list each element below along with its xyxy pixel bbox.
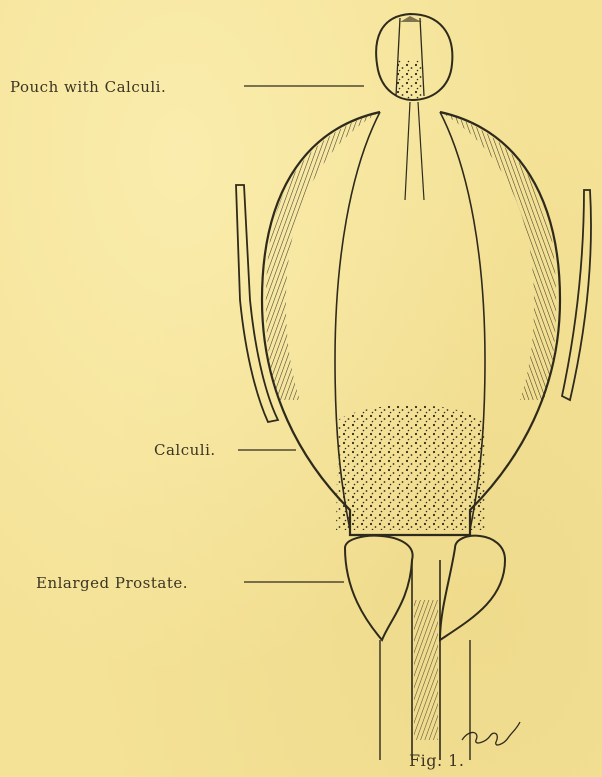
prostate-and-urethra xyxy=(345,536,505,760)
label-enlarged-prostate: Enlarged Prostate. xyxy=(36,574,188,592)
artist-signature xyxy=(462,722,520,745)
pouch xyxy=(376,14,452,100)
bladder xyxy=(236,102,591,535)
label-pouch-with-calculi: Pouch with Calculi. xyxy=(10,78,166,96)
figure-caption: Fig. 1. xyxy=(409,751,464,770)
label-calculi: Calculi. xyxy=(154,441,216,459)
